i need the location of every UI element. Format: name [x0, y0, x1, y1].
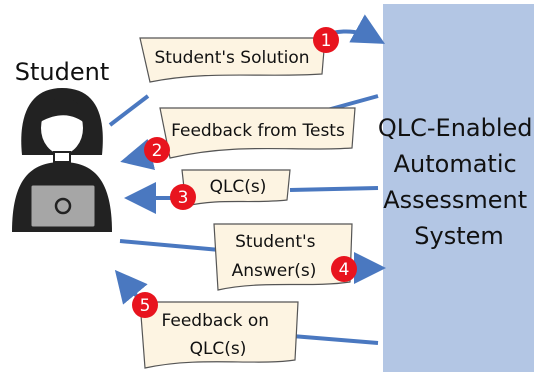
- note-text: Feedback on QLC(s): [162, 311, 275, 359]
- note-text-line: Answer(s): [232, 261, 317, 281]
- step-number: 3: [178, 188, 189, 208]
- note-text: Feedback from Tests: [171, 121, 345, 141]
- system-label: QLC-Enabled Automatic Assessment System: [378, 114, 534, 250]
- note-text: Student's Answer(s): [232, 232, 321, 281]
- step-badge-2: 2: [144, 137, 170, 163]
- step-number: 5: [140, 296, 151, 316]
- note-text-line: Feedback on: [162, 311, 270, 331]
- message-note-2: Feedback from Tests: [159, 107, 356, 159]
- student-label: Student: [15, 58, 109, 86]
- message-note-3: QLC(s): [181, 169, 291, 207]
- step-badge-3: 3: [170, 184, 196, 210]
- arrow-step-5: [291, 334, 379, 345]
- system-label-line: Assessment: [383, 186, 527, 214]
- message-note-5: Feedback on QLC(s): [139, 301, 299, 369]
- arrow-step-4: [119, 239, 221, 252]
- system-label-line: System: [414, 222, 504, 250]
- system-label-line: Automatic: [394, 150, 517, 178]
- system-label-line: QLC-Enabled: [378, 114, 533, 142]
- step-number: 1: [321, 31, 332, 51]
- step-badge-1: 1: [313, 27, 339, 53]
- message-note-4: Student's Answer(s): [213, 223, 353, 291]
- note-text: Student's Solution: [154, 48, 309, 68]
- system-box: [383, 4, 534, 372]
- step-number: 2: [152, 141, 163, 161]
- arrow-step-3: [289, 186, 379, 192]
- arrow-step-1: [108, 94, 150, 127]
- step-badge-4: 4: [331, 256, 357, 282]
- note-text-line: QLC(s): [190, 339, 247, 359]
- step-number: 4: [339, 260, 350, 280]
- note-text-line: Student's: [235, 232, 316, 252]
- student-icon: [12, 88, 112, 232]
- note-text: QLC(s): [210, 177, 267, 197]
- message-note-1: Student's Solution: [139, 37, 326, 83]
- step-badge-5: 5: [132, 292, 158, 318]
